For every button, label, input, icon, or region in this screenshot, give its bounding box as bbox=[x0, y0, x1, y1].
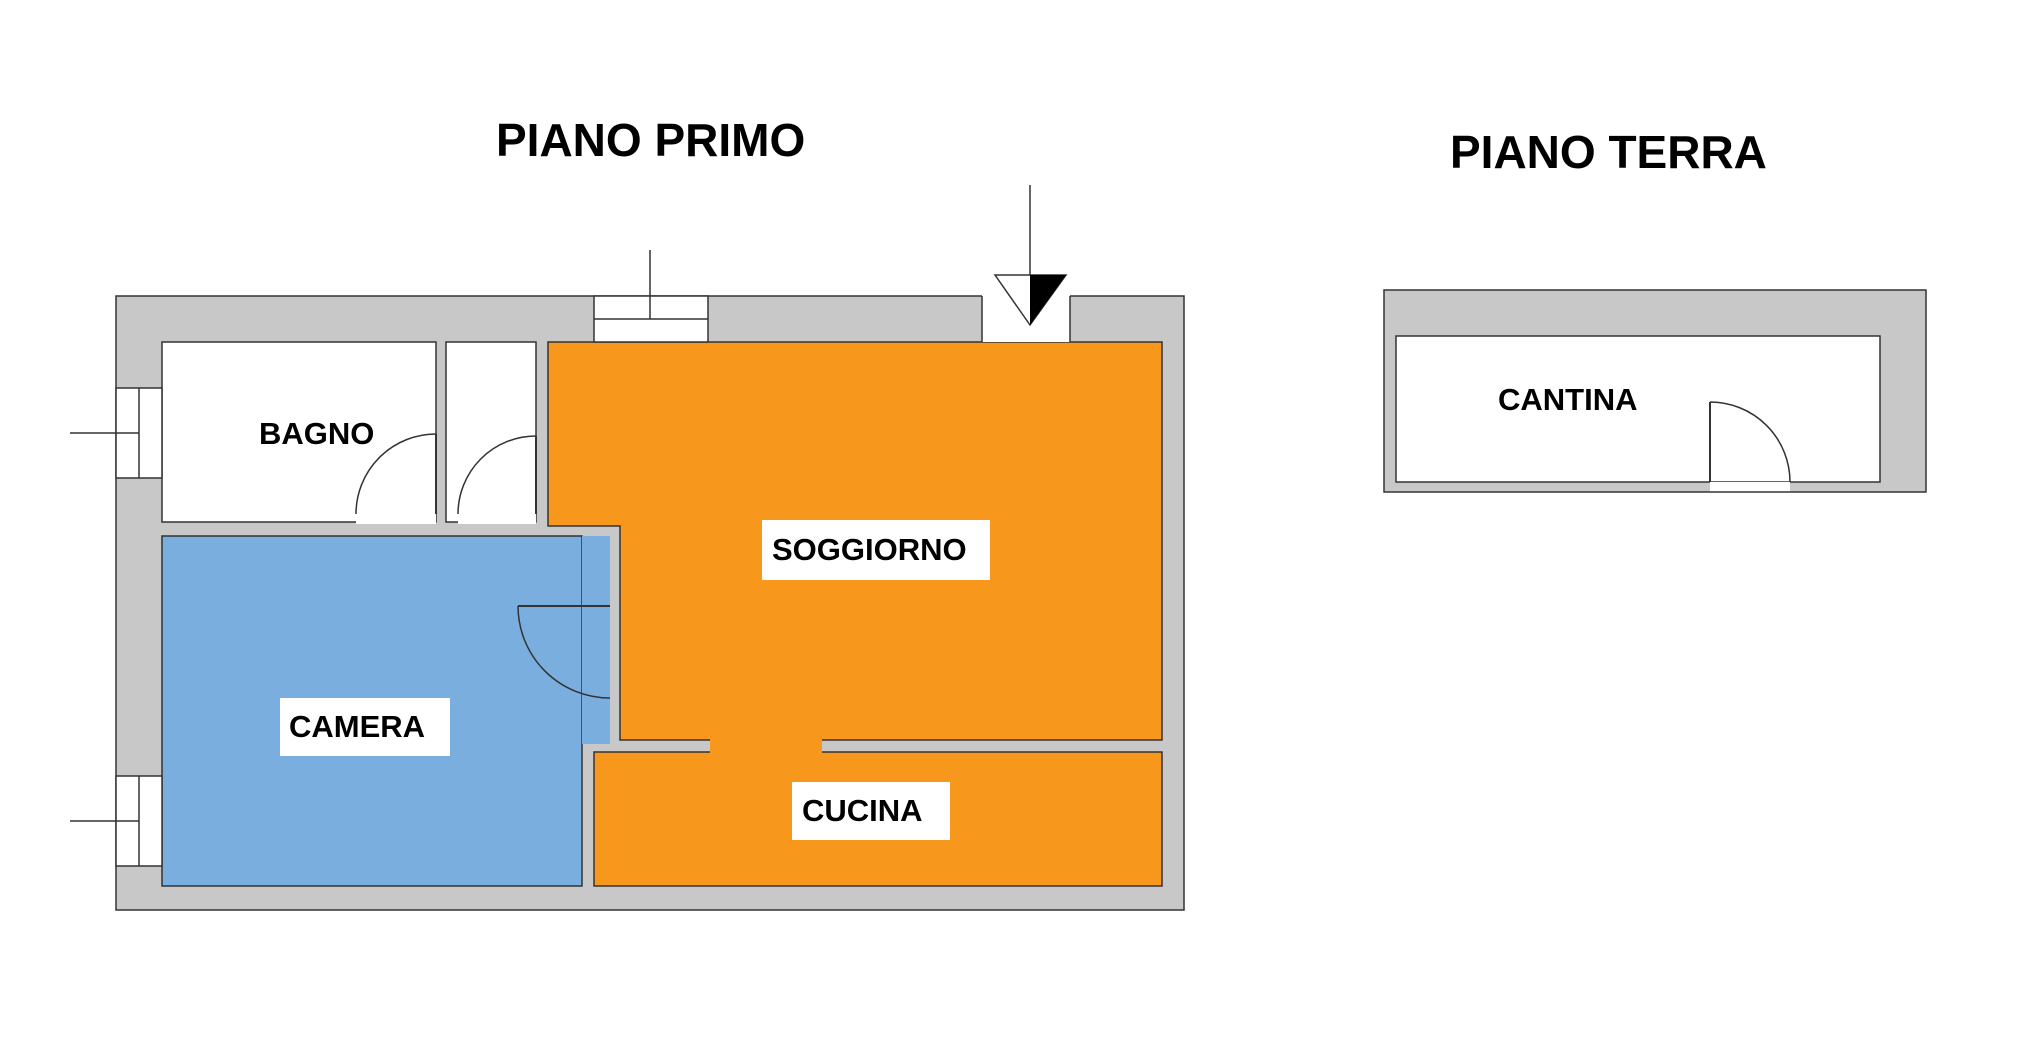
room-camera-extension bbox=[582, 536, 610, 744]
label-cucina: CUCINA bbox=[792, 782, 950, 840]
door-camera bbox=[517, 605, 611, 699]
first-floor-plan: BAGNO SOGGIORNO CAMERA CUCINA PIANO PRIM… bbox=[70, 114, 1185, 911]
label-bagno-text: BAGNO bbox=[259, 416, 374, 451]
label-camera-text: CAMERA bbox=[289, 709, 425, 744]
label-soggiorno-text: SOGGIORNO bbox=[772, 532, 967, 567]
room-bagno bbox=[161, 341, 437, 523]
label-camera: CAMERA bbox=[280, 698, 450, 756]
title-piano-terra: PIANO TERRA bbox=[1450, 126, 1767, 178]
title-piano-primo: PIANO PRIMO bbox=[496, 114, 805, 166]
opening-soggiorno-cucina bbox=[710, 736, 822, 756]
room-disimpegno bbox=[445, 341, 537, 523]
door-cantina bbox=[1709, 401, 1791, 494]
label-cantina-text: CANTINA bbox=[1498, 382, 1638, 417]
door-bagno bbox=[355, 433, 437, 524]
room-cantina bbox=[1395, 335, 1881, 483]
ground-floor-plan: CANTINA PIANO TERRA bbox=[1383, 126, 1927, 494]
label-soggiorno: SOGGIORNO bbox=[762, 520, 990, 580]
label-bagno: BAGNO bbox=[259, 416, 374, 451]
label-cucina-text: CUCINA bbox=[802, 793, 923, 828]
door-disimpegno bbox=[457, 435, 537, 524]
